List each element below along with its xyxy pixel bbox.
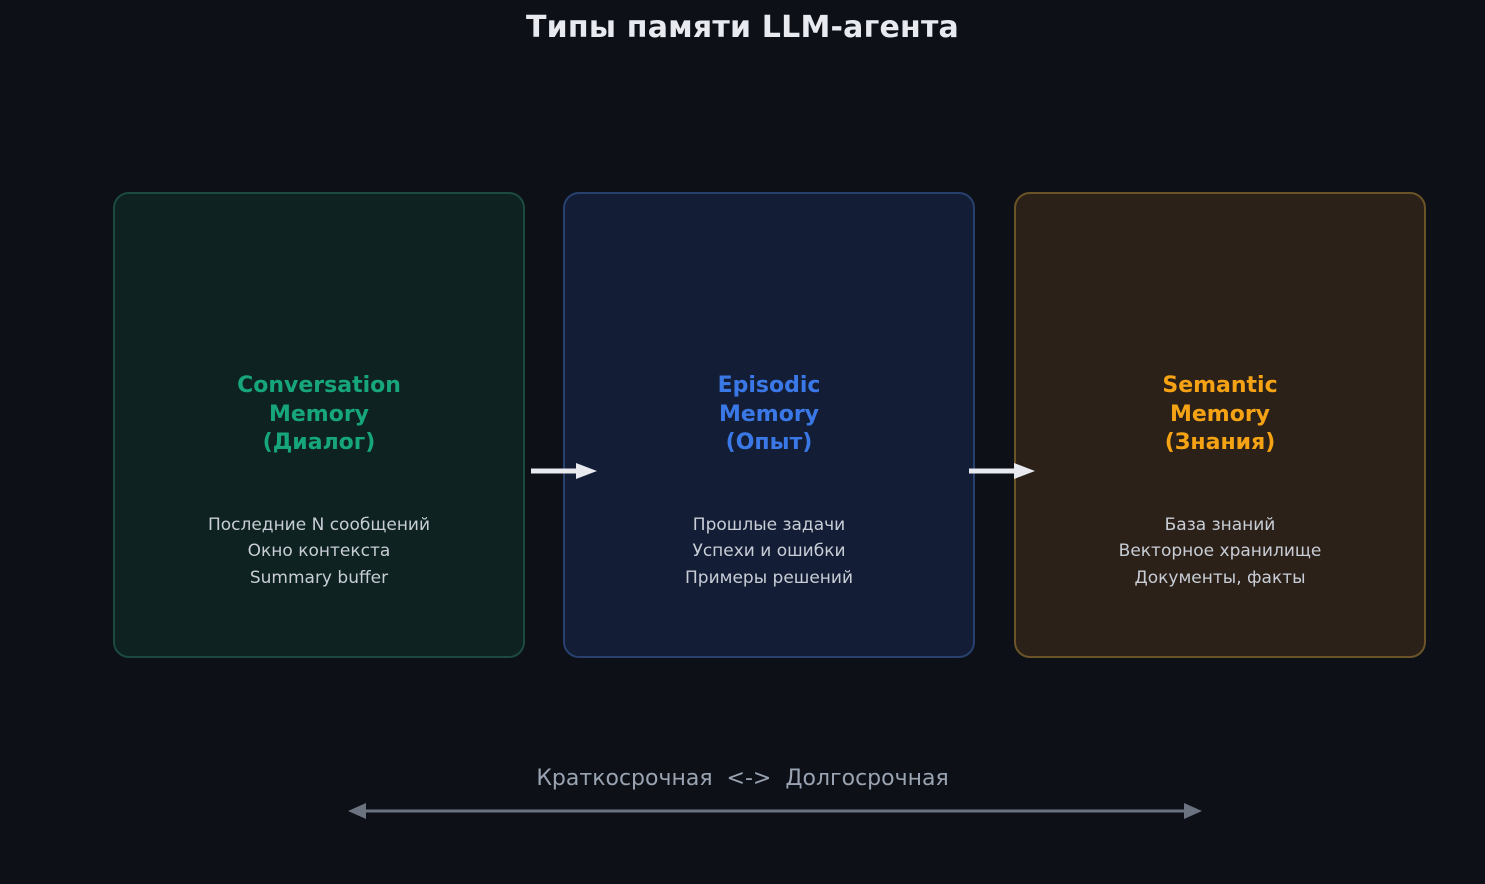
memory-card-body: База знаний Векторное хранилище Документ… [1118, 514, 1322, 588]
memory-types-row: Conversation Memory (Диалог) Последние N… [113, 192, 1426, 658]
arrow-right-icon [969, 463, 1035, 479]
memory-card-conversation: Conversation Memory (Диалог) Последние N… [113, 192, 525, 658]
memory-card-heading: Conversation Memory (Диалог) [237, 373, 401, 455]
memory-card-episodic: Episodic Memory (Опыт) Прошлые задачи Ус… [563, 192, 975, 658]
page-title: Типы памяти LLM-агента [526, 10, 959, 45]
arrow-right-icon [531, 463, 597, 479]
memory-card-body: Прошлые задачи Успехи и ошибки Примеры р… [685, 514, 853, 588]
double-headed-arrow-icon [348, 803, 1202, 819]
memory-card-heading: Episodic Memory (Опыт) [717, 373, 821, 455]
memory-card-body: Последние N сообщений Окно контекста Sum… [207, 514, 431, 588]
memory-card-semantic: Semantic Memory (Знания) База знаний Век… [1014, 192, 1426, 658]
memory-span-caption: Краткосрочная <-> Долгосрочная [536, 766, 949, 791]
memory-card-heading: Semantic Memory (Знания) [1162, 373, 1278, 455]
